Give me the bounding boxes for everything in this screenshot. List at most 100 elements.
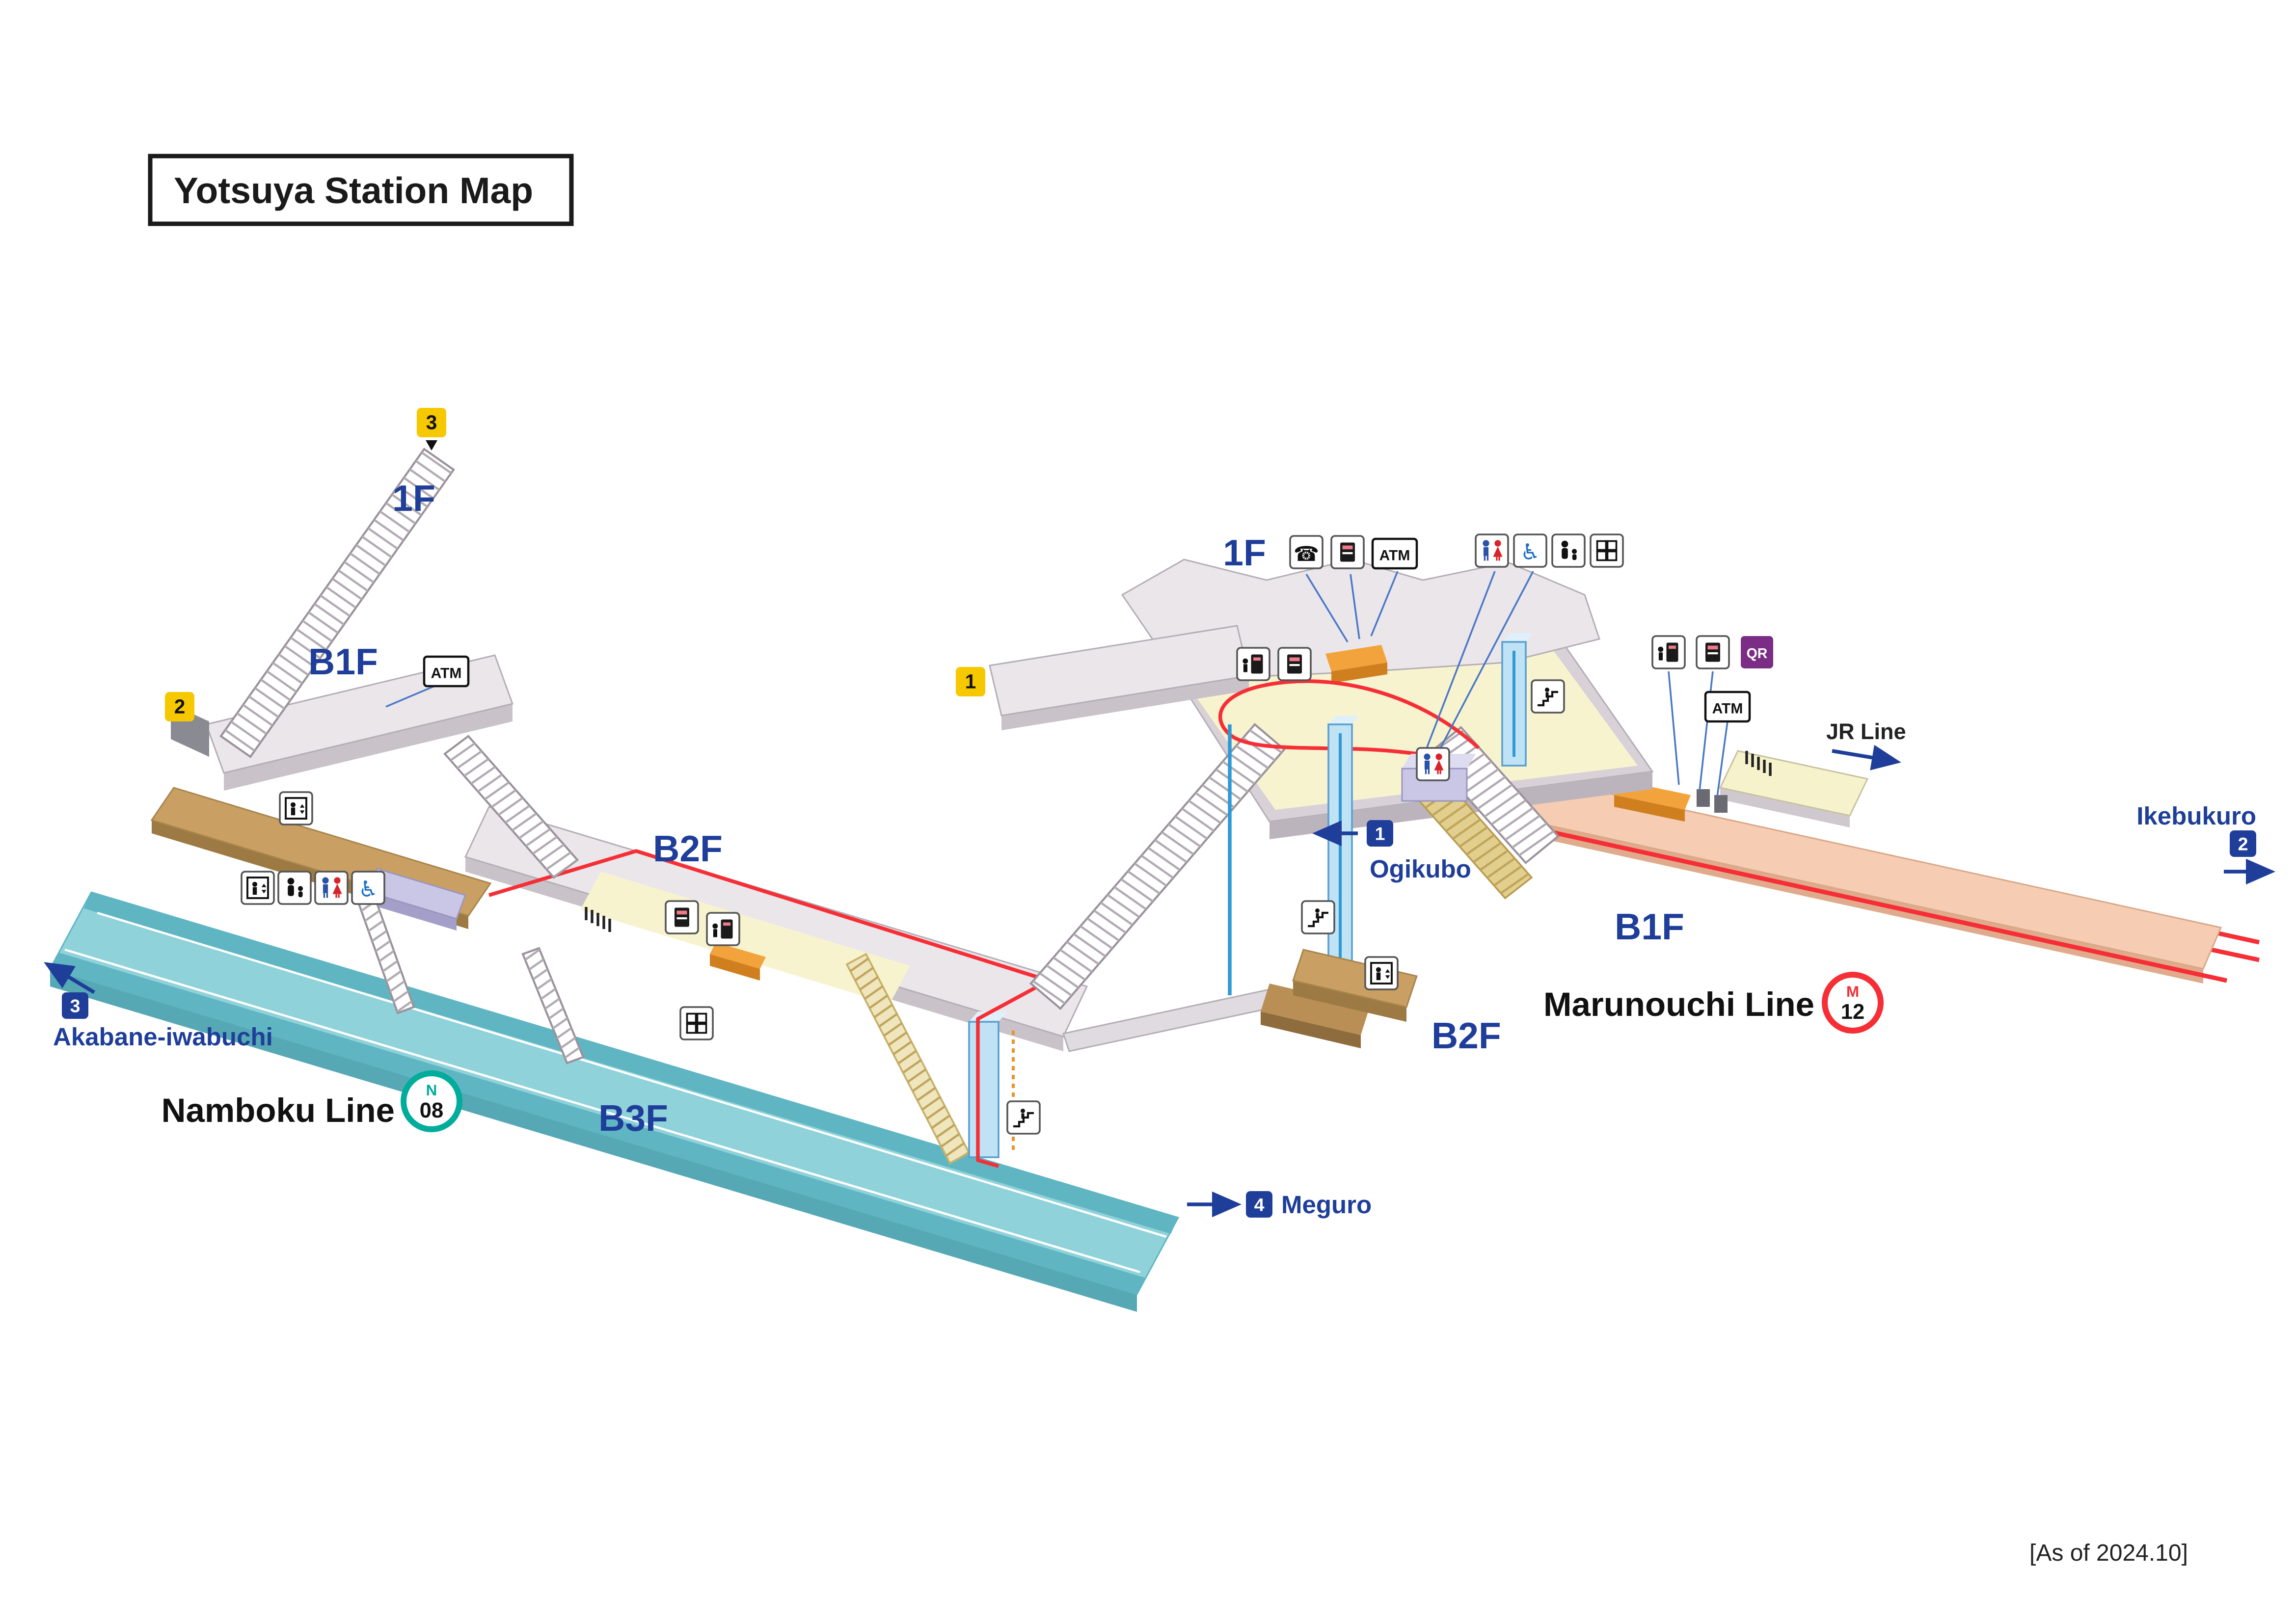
labels-and-icons: Yotsuya Station Map 1F B1F B2F B3F 1F B2…	[44, 154, 2275, 1566]
floor-label-b1f-east: B1F	[1615, 906, 1684, 947]
direction-label: Ogikubo	[1370, 855, 1471, 883]
roundel-number: 12	[1841, 1000, 1864, 1024]
direction-badge	[1367, 820, 1393, 847]
barrier-free-route-red	[1218, 679, 1480, 765]
floor-label-b2f-west: B2F	[653, 828, 723, 869]
direction-label: Akabane-iwabuchi	[53, 1023, 273, 1051]
floor-label-b2f-center: B2F	[1432, 1015, 1501, 1056]
leader-line	[1668, 671, 1680, 785]
fare-adjustment-machine-icon	[1236, 647, 1270, 681]
marunouchi-line-label: Marunouchi Line M 12	[1543, 972, 1884, 1034]
platform-stairs-treads	[358, 895, 414, 1013]
ticket-machine-icon	[1277, 647, 1312, 681]
left-side-platform-b2f	[150, 787, 585, 1064]
platform-stairs-treads	[523, 948, 583, 1063]
leader-line	[385, 685, 435, 708]
direction-label: Ikebukuro	[2136, 802, 2256, 830]
roundel-number: 08	[420, 1099, 443, 1122]
coin-lockers-icon	[679, 1006, 714, 1040]
marunouchi-platform-b1f	[1468, 745, 2260, 984]
b2f-box-top	[1261, 984, 1370, 1035]
lavender-box-side	[368, 892, 457, 931]
restroom-icon	[314, 871, 349, 905]
jr-line-label: JR Line	[1826, 719, 1906, 771]
escalator-icon	[1007, 1101, 1040, 1134]
direction-badge	[62, 992, 88, 1019]
b2f-box-side	[1293, 981, 1406, 1022]
atm-icon: ATM	[1712, 701, 1743, 717]
platform-edge-line	[97, 911, 1167, 1238]
exit-3-badge: 3	[417, 408, 446, 451]
atm-icon: ATM	[431, 665, 462, 682]
floor-label-1f-west: 1F	[392, 478, 435, 519]
wheelchair-glyph: ♿	[358, 877, 378, 902]
elevator-shaft-top	[1502, 633, 1533, 642]
wheelchair-accessible-icon: ♿	[351, 871, 385, 905]
direction-badge-number: 1	[1375, 824, 1385, 844]
machine-block	[1714, 795, 1728, 813]
platform-edge-line	[64, 948, 1140, 1274]
elevator-icon	[241, 871, 275, 905]
title-box: Yotsuya Station Map	[148, 154, 574, 226]
ticket-gate-side	[710, 954, 760, 981]
exit-number: 2	[174, 695, 186, 718]
exit-badge	[956, 667, 985, 696]
machine-block	[1697, 789, 1710, 807]
namboku-track-band-lower	[50, 953, 1146, 1294]
leader-line	[1716, 721, 1729, 797]
exit-badge	[165, 692, 194, 721]
qr-text: QR	[1747, 646, 1768, 662]
fare-adjustment-machine-icon	[706, 912, 740, 946]
atm-icon: ATM	[1379, 548, 1410, 564]
qr-box	[1741, 636, 1773, 668]
ticket-gate-side	[1614, 795, 1685, 822]
jr-line-text: JR Line	[1826, 719, 1906, 744]
direction-ikebukuro: Ikebukuro 2	[2136, 802, 2275, 885]
exit-1-badge: 1	[956, 667, 985, 696]
direction-arrow	[44, 962, 95, 994]
phone-glyph: ☎	[1294, 542, 1319, 565]
wheelchair-accessible-icon: ♿	[1513, 533, 1547, 568]
elevator-icon	[279, 791, 313, 825]
wheelchair-glyph: ♿	[1520, 539, 1540, 564]
grand-stairs-treads	[1031, 724, 1284, 1009]
stairs-tan-treads	[1417, 777, 1532, 898]
exit1-corridor-side	[1001, 676, 1249, 730]
atm-box	[423, 655, 470, 688]
restroom-icon	[1475, 533, 1509, 568]
central-concourse	[989, 559, 1654, 1048]
direction-badge-number: 4	[1254, 1195, 1265, 1215]
exit-pointer	[426, 440, 437, 451]
exit-badge	[417, 408, 446, 437]
direction-badge	[1246, 1191, 1272, 1218]
coin-lockers-icon	[1590, 533, 1624, 568]
baby-care-icon	[277, 871, 312, 905]
direction-meguro: 4 Meguro	[1187, 1191, 1372, 1219]
line-name: Namboku Line	[162, 1091, 395, 1129]
escalator-icon	[1302, 901, 1334, 933]
marunouchi-track	[1516, 822, 2227, 983]
namboku-roundel	[401, 1070, 462, 1132]
restroom-icon	[1416, 747, 1450, 781]
line-name: Marunouchi Line	[1543, 985, 1814, 1023]
exit3-stairs-treads	[221, 449, 454, 757]
stairs-to-b2f-treads	[445, 736, 577, 878]
corridor-top	[464, 806, 1088, 1038]
atm-box	[1371, 537, 1418, 570]
ticket-gate-side	[1331, 663, 1387, 683]
direction-badge-number: 3	[70, 996, 81, 1016]
leader-line	[1370, 571, 1399, 637]
station-structures	[49, 448, 2260, 1312]
ticket-gate	[1325, 645, 1387, 671]
namboku-platform-b3f	[49, 891, 1180, 1312]
roundel-letter: N	[426, 1081, 437, 1099]
telephone-icon: ☎	[1289, 535, 1324, 569]
walkway-side	[224, 704, 513, 791]
escalator-icon	[1532, 680, 1564, 713]
marunouchi-roundel	[1822, 972, 1884, 1034]
fare-adjustment-machine-icon	[1651, 635, 1686, 669]
leader-line	[1425, 571, 1496, 751]
namboku-platform-side	[50, 969, 1137, 1312]
atm-box	[1704, 691, 1751, 723]
